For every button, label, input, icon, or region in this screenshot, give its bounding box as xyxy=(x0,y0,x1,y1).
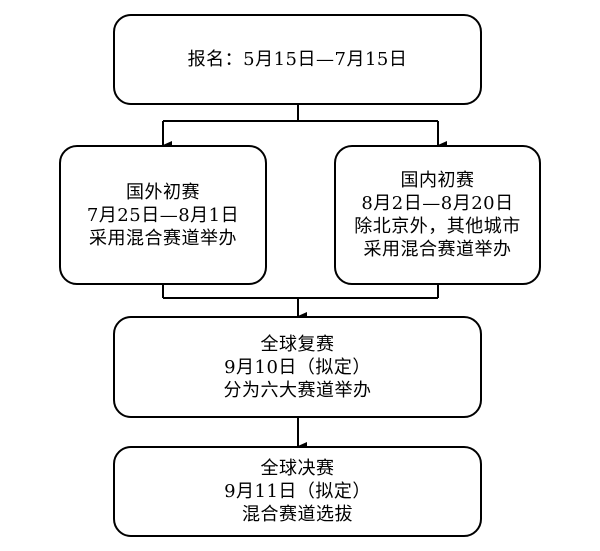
intl-prelim-note: 采用混合赛道举办 xyxy=(89,227,237,249)
intl-prelim-dates: 7月25日—8月1日 xyxy=(86,204,240,226)
domestic-prelim-box: 国内初赛 8月2日—8月20日 除北京外，其他城市 采用混合赛道举办 xyxy=(334,145,541,285)
intl-prelim-box: 国外初赛 7月25日—8月1日 采用混合赛道举办 xyxy=(59,145,267,285)
domestic-prelim-note2: 采用混合赛道举办 xyxy=(363,239,512,260)
final-note: 混合赛道选拔 xyxy=(242,504,353,525)
semifinal-note: 分为六大赛道举办 xyxy=(223,379,372,401)
domestic-prelim-dates: 8月2日—8月20日 xyxy=(361,193,514,214)
semifinal-title: 全球复赛 xyxy=(260,333,335,355)
final-title: 全球决赛 xyxy=(260,458,335,479)
global-semifinal-box: 全球复赛 9月10日（拟定） 分为六大赛道举办 xyxy=(113,316,482,418)
semifinal-dates: 9月10日（拟定） xyxy=(224,356,371,378)
domestic-prelim-note1: 除北京外，其他城市 xyxy=(354,216,521,237)
intl-prelim-title: 国外初赛 xyxy=(126,181,200,203)
final-dates: 9月11日（拟定） xyxy=(224,481,371,502)
global-final-box: 全球决赛 9月11日（拟定） 混合赛道选拔 xyxy=(113,446,482,537)
domestic-prelim-title: 国内初赛 xyxy=(400,170,475,191)
registration-box: 报名：5月15日—7月15日 xyxy=(113,14,482,105)
registration-text: 报名：5月15日—7月15日 xyxy=(187,49,408,70)
